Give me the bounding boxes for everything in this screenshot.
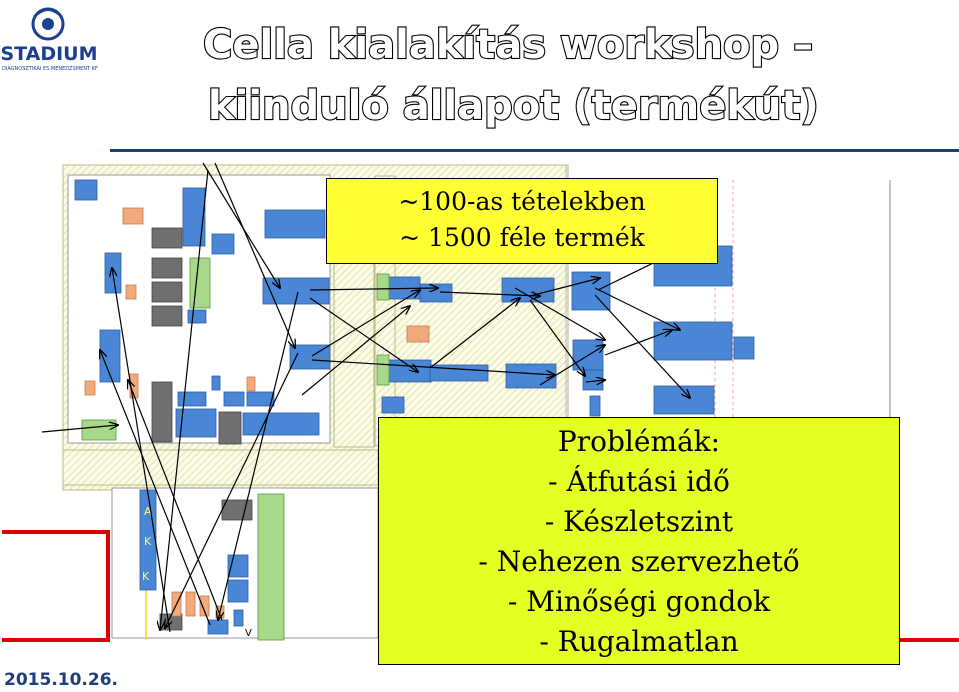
machine-green <box>376 273 390 301</box>
flow-arrow <box>311 359 555 375</box>
batch-size-text: ~100-as tételekben <box>398 187 646 216</box>
flow-arrow <box>165 352 299 628</box>
machine-gray <box>151 257 183 279</box>
title-line-2: kiinduló állapot (termékút) <box>207 82 820 130</box>
machine-orange <box>185 591 196 617</box>
flow-arrow <box>594 287 680 330</box>
machine-green <box>81 419 117 441</box>
machine-gray <box>151 305 183 327</box>
label-k1: K <box>144 535 152 548</box>
machine <box>505 363 557 389</box>
machine-orange <box>199 595 210 617</box>
flow-arrow <box>112 268 171 633</box>
flow-arrow <box>539 345 605 386</box>
flow-arrows <box>41 162 690 633</box>
logo-text: STADIUM <box>2 43 98 65</box>
machine-gray <box>221 499 253 521</box>
flow-arrow <box>585 380 605 382</box>
machine-gray <box>218 411 242 445</box>
machine-orange <box>246 376 256 392</box>
flow-arrow <box>594 294 690 398</box>
problem-item: - Készletszint <box>544 505 734 538</box>
machine <box>233 609 244 627</box>
machine <box>264 209 326 239</box>
flow-arrow <box>429 298 520 369</box>
flow-arrow <box>41 425 118 433</box>
machine <box>211 233 235 255</box>
machine <box>187 309 207 324</box>
machine <box>223 391 245 407</box>
machine-orange <box>84 380 96 396</box>
logo-text-bg <box>4 42 94 64</box>
aisle-2 <box>333 261 375 448</box>
problems-heading: Problémák: <box>557 425 721 458</box>
flow-arrow <box>100 350 211 626</box>
machine <box>381 396 405 414</box>
flow-arrow <box>604 330 672 356</box>
label-v: V <box>245 628 252 639</box>
flow-arrow <box>301 306 410 396</box>
machine <box>419 283 453 303</box>
machine <box>242 412 320 436</box>
batch-info-box: ~100-as tételekben ~ 1500 féle termék <box>326 178 718 264</box>
machine <box>501 277 555 303</box>
flow-arrow <box>311 290 420 357</box>
machine <box>182 187 206 247</box>
machine-gray <box>151 381 173 443</box>
title-rule <box>110 149 959 152</box>
problem-item: - Rugalmatlan <box>539 625 739 658</box>
corridor <box>62 449 379 486</box>
machine-gray <box>151 281 183 303</box>
label-k2: K <box>142 570 150 583</box>
machine-green <box>189 257 211 309</box>
machine-orange <box>125 284 137 300</box>
machine <box>74 179 98 201</box>
flow-arrow <box>309 288 438 290</box>
slide-date: 2015.10.26. <box>4 670 119 690</box>
machine <box>653 385 715 415</box>
flow-arrow <box>514 287 605 340</box>
flow-arrow <box>529 278 600 297</box>
problem-item: - Minőségi gondok <box>507 585 771 618</box>
problem-item: - Nehezen szervezhető <box>478 545 800 578</box>
stadium-logo: STADIUM <box>2 7 98 65</box>
logo-core <box>42 18 54 30</box>
machine-green <box>376 354 390 386</box>
flow-arrow <box>160 169 209 630</box>
machine <box>227 579 249 603</box>
machine <box>139 489 157 591</box>
flow-arrow <box>439 291 540 296</box>
problems-box: Problémák: - Átfutási idő - Készletszint… <box>378 417 900 665</box>
machine <box>246 391 275 407</box>
flow-arrow <box>128 380 223 621</box>
red-line-left <box>2 530 110 642</box>
problem-item: - Átfutási idő <box>548 465 730 498</box>
machine <box>429 364 489 382</box>
product-variety-text: ~ 1500 féle termék <box>399 223 645 252</box>
machines-orange <box>84 207 430 619</box>
logo-arc <box>37 9 59 15</box>
machine <box>211 375 221 391</box>
machines-green <box>81 257 390 641</box>
flow-arrow <box>309 297 418 372</box>
title-line-1: Cella kialakítás workshop – <box>202 21 814 69</box>
logo-subtext: DIAGNOSZTIKAI ÉS MENEDZSMENT KFT. <box>2 66 98 72</box>
machine <box>177 391 207 407</box>
machine-orange <box>122 207 144 225</box>
flow-arrow <box>214 162 295 348</box>
flow-arrow <box>218 291 299 620</box>
machine <box>733 336 755 360</box>
machine <box>653 321 733 361</box>
machine-green <box>257 493 285 641</box>
machine <box>207 619 229 635</box>
label-a: A <box>144 505 152 518</box>
machine-orange <box>406 325 430 343</box>
machine-gray <box>151 227 183 249</box>
machine <box>589 395 601 417</box>
